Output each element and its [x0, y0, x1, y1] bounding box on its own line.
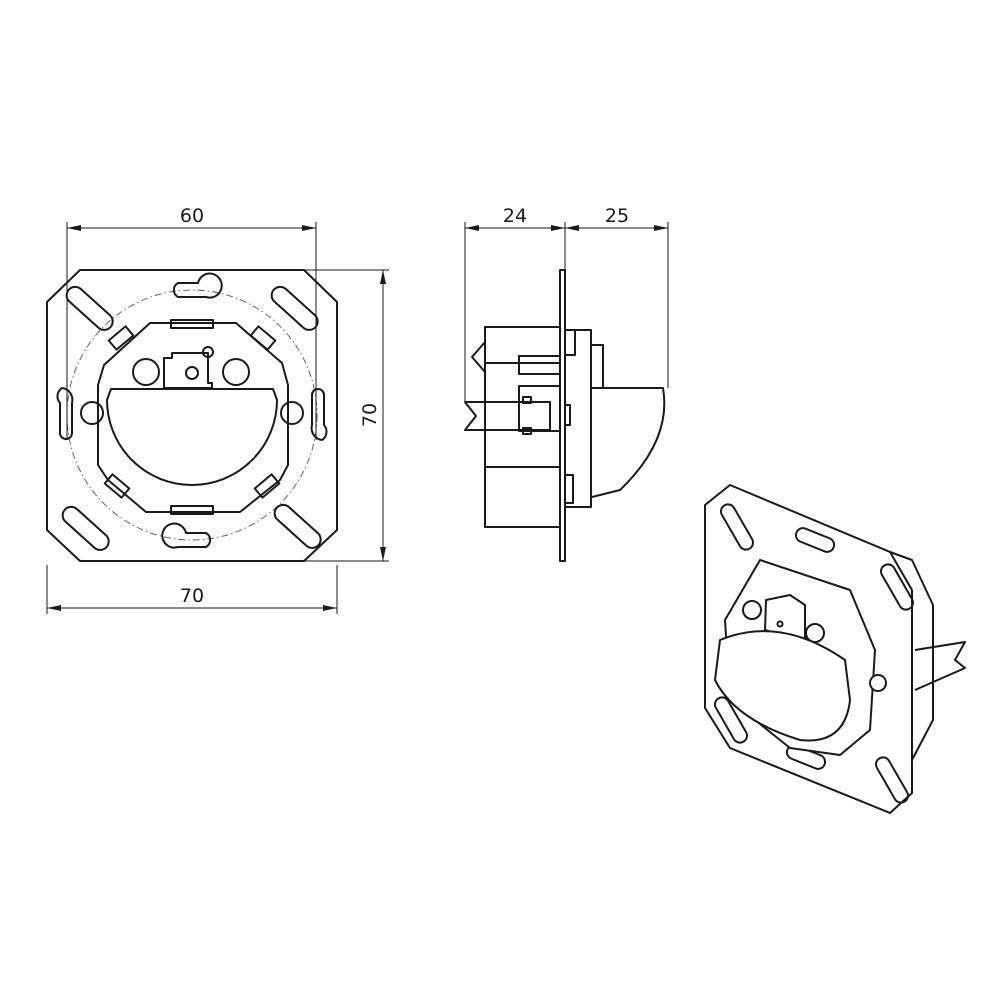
- side-clip: [464, 401, 551, 431]
- terminal-block: [163, 352, 213, 389]
- side-view: [464, 269, 666, 562]
- screw-left: [132, 358, 160, 386]
- mounting-slots: [56, 272, 328, 551]
- perspective-view: [704, 484, 966, 814]
- dim-label-70-height: 70: [359, 403, 381, 427]
- side-lens-dome: [591, 387, 666, 498]
- bottom-clip: [170, 505, 214, 515]
- dim-label-25: 25: [605, 205, 629, 227]
- perspective-terminal: [764, 594, 806, 643]
- front-dimensions: 60 70 70: [46, 205, 389, 614]
- dim-label-70-width: 70: [180, 585, 204, 607]
- top-clip: [170, 319, 214, 329]
- dim-label-60: 60: [180, 205, 204, 227]
- housing-outline: [97, 322, 289, 513]
- front-view: [46, 269, 338, 562]
- perspective-lens: [714, 630, 851, 742]
- screw-right: [222, 358, 250, 386]
- side-front-housing: [564, 329, 592, 508]
- dim-label-24: 24: [503, 205, 527, 227]
- perspective-clip: [914, 641, 966, 691]
- sensor-lens: [106, 388, 278, 486]
- side-dimensions: 24 25: [464, 205, 669, 402]
